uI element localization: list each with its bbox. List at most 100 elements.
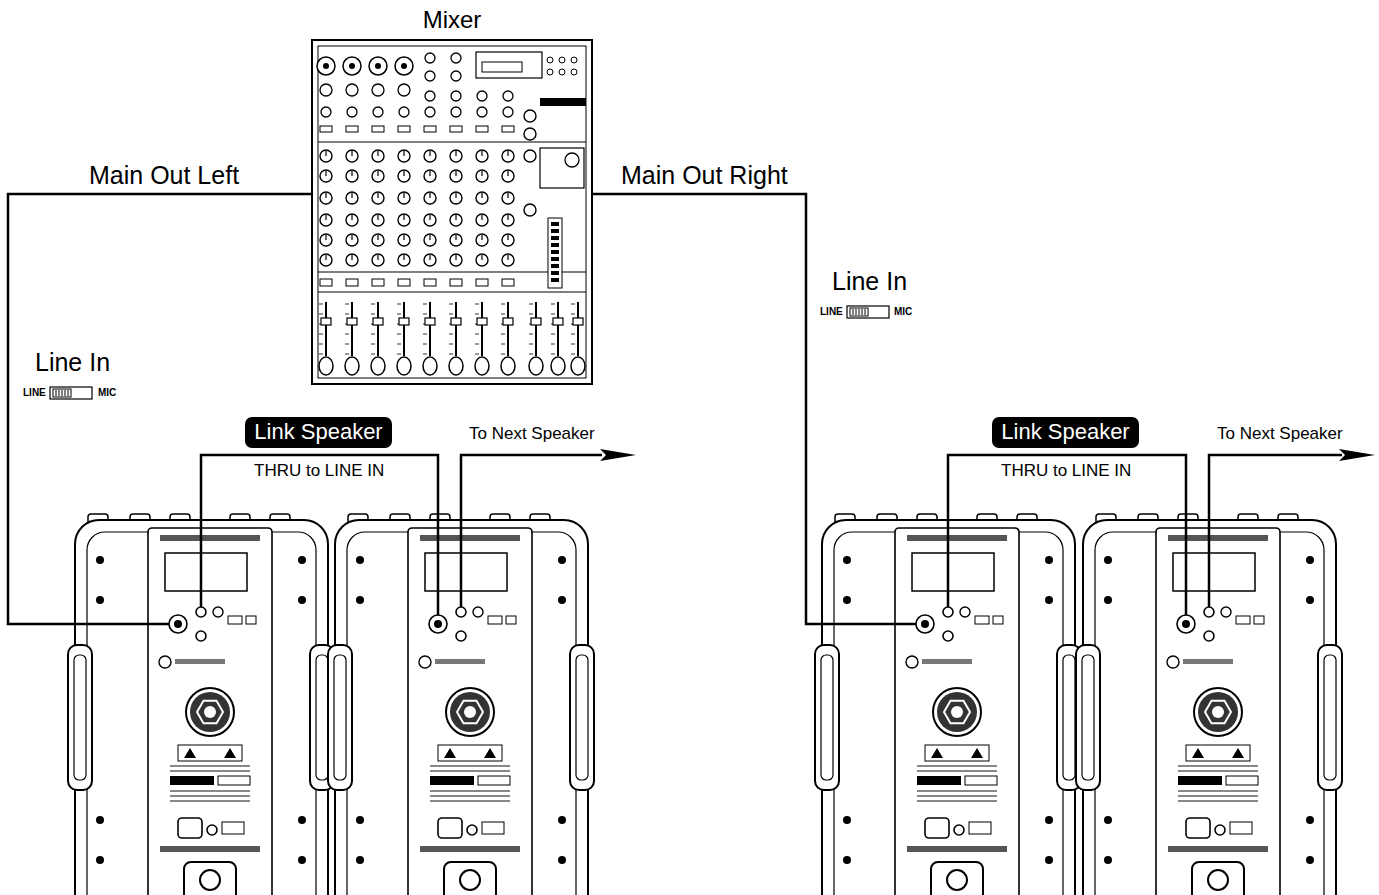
gain-knob — [399, 107, 409, 117]
channel-knob — [320, 150, 332, 162]
rear-panel — [148, 528, 272, 895]
warning-label — [438, 745, 502, 761]
fine-print — [170, 765, 250, 767]
fan-hub — [951, 706, 963, 718]
fan-hub — [464, 706, 476, 718]
mode-switch — [488, 616, 502, 624]
fader-scale — [345, 314, 349, 315]
logo-badge — [1167, 656, 1179, 668]
channel-knob — [424, 150, 436, 162]
mode-switch — [246, 616, 256, 624]
gain-knob — [347, 107, 357, 117]
rating-bar — [430, 776, 474, 785]
channel-knob — [398, 150, 410, 162]
warning-label — [178, 745, 242, 761]
mode-switch — [1254, 616, 1264, 624]
fan-ring — [1194, 688, 1242, 736]
signal-label: Main Out Left — [89, 161, 239, 190]
knob-pointer — [455, 215, 456, 220]
fader-knob — [397, 357, 411, 375]
switch-label: MIC — [894, 306, 912, 318]
screw — [843, 596, 851, 604]
fine-print — [430, 790, 510, 792]
screw — [1104, 596, 1112, 604]
knob-pointer — [377, 171, 378, 176]
power-inlet — [1186, 818, 1210, 838]
fader-scale — [571, 354, 575, 355]
knob-pointer — [429, 171, 430, 176]
mixer-node: Mixer — [312, 0, 592, 384]
effects-knob — [565, 153, 579, 167]
jack — [456, 631, 466, 641]
channel-knob — [502, 170, 514, 182]
xlr-pin — [401, 63, 407, 69]
screw — [1045, 596, 1053, 604]
fine-print — [430, 770, 510, 772]
arrowhead — [600, 449, 636, 461]
fine-print — [170, 795, 250, 797]
combo-jack-core — [921, 620, 929, 628]
channel-knob — [320, 214, 332, 226]
fuse — [1215, 825, 1225, 835]
fader-slot — [577, 302, 579, 356]
warning-triangle — [971, 748, 983, 758]
knob-pointer — [481, 215, 482, 220]
knob-pointer — [377, 193, 378, 198]
screw — [1306, 556, 1314, 564]
fine-print — [917, 765, 997, 767]
handle-grip — [334, 655, 346, 780]
fader-scale — [529, 314, 533, 315]
panel-grille — [420, 846, 520, 852]
fader-scale — [345, 354, 349, 355]
fine-print — [430, 795, 510, 797]
button — [502, 126, 514, 132]
gain-knob — [321, 107, 331, 117]
master-knob — [524, 110, 536, 122]
box-label: Link Speaker — [1001, 419, 1130, 445]
channel-knob — [398, 234, 410, 246]
logo-badge — [906, 656, 918, 668]
handle-grip — [1324, 655, 1336, 780]
slider-ridge — [856, 309, 857, 315]
fader-cap — [477, 318, 487, 325]
fader-scale — [551, 354, 555, 355]
channel-knob — [346, 170, 358, 182]
thru-jack — [456, 607, 466, 617]
fader-scale — [345, 344, 349, 345]
divider — [318, 292, 586, 293]
fader-scale — [449, 344, 453, 345]
knob-pointer — [429, 193, 430, 198]
fan-hex — [197, 701, 223, 724]
knob-pointer — [325, 255, 326, 260]
slider-ridge — [853, 309, 854, 315]
panel-grille — [160, 535, 260, 541]
knob-pointer — [351, 255, 352, 260]
slider-ridge — [65, 390, 66, 396]
fader-scale — [501, 314, 505, 315]
signal-label: Main Out Right — [621, 161, 788, 190]
fader-scale — [345, 304, 349, 305]
knob-pointer — [455, 255, 456, 260]
knob-pointer — [481, 255, 482, 260]
channel-knob — [476, 234, 488, 246]
fader-cap — [553, 318, 563, 325]
cable — [8, 194, 312, 624]
channel-knob — [346, 234, 358, 246]
channel-knob — [346, 214, 358, 226]
screw — [1306, 816, 1314, 824]
fan-hex — [457, 701, 483, 724]
power-switch — [969, 822, 991, 834]
rear-panel — [408, 528, 532, 895]
xlr-input — [317, 57, 335, 75]
panel-grille — [1168, 535, 1268, 541]
pole-socket — [444, 862, 496, 895]
channel-knob — [502, 254, 514, 266]
fader-slot — [535, 302, 537, 356]
screw — [1045, 816, 1053, 824]
knob-pointer — [507, 235, 508, 240]
warning-triangle — [444, 748, 456, 758]
handle — [1318, 645, 1342, 790]
input-label: Line In — [832, 267, 907, 296]
fader-scale — [397, 304, 401, 305]
